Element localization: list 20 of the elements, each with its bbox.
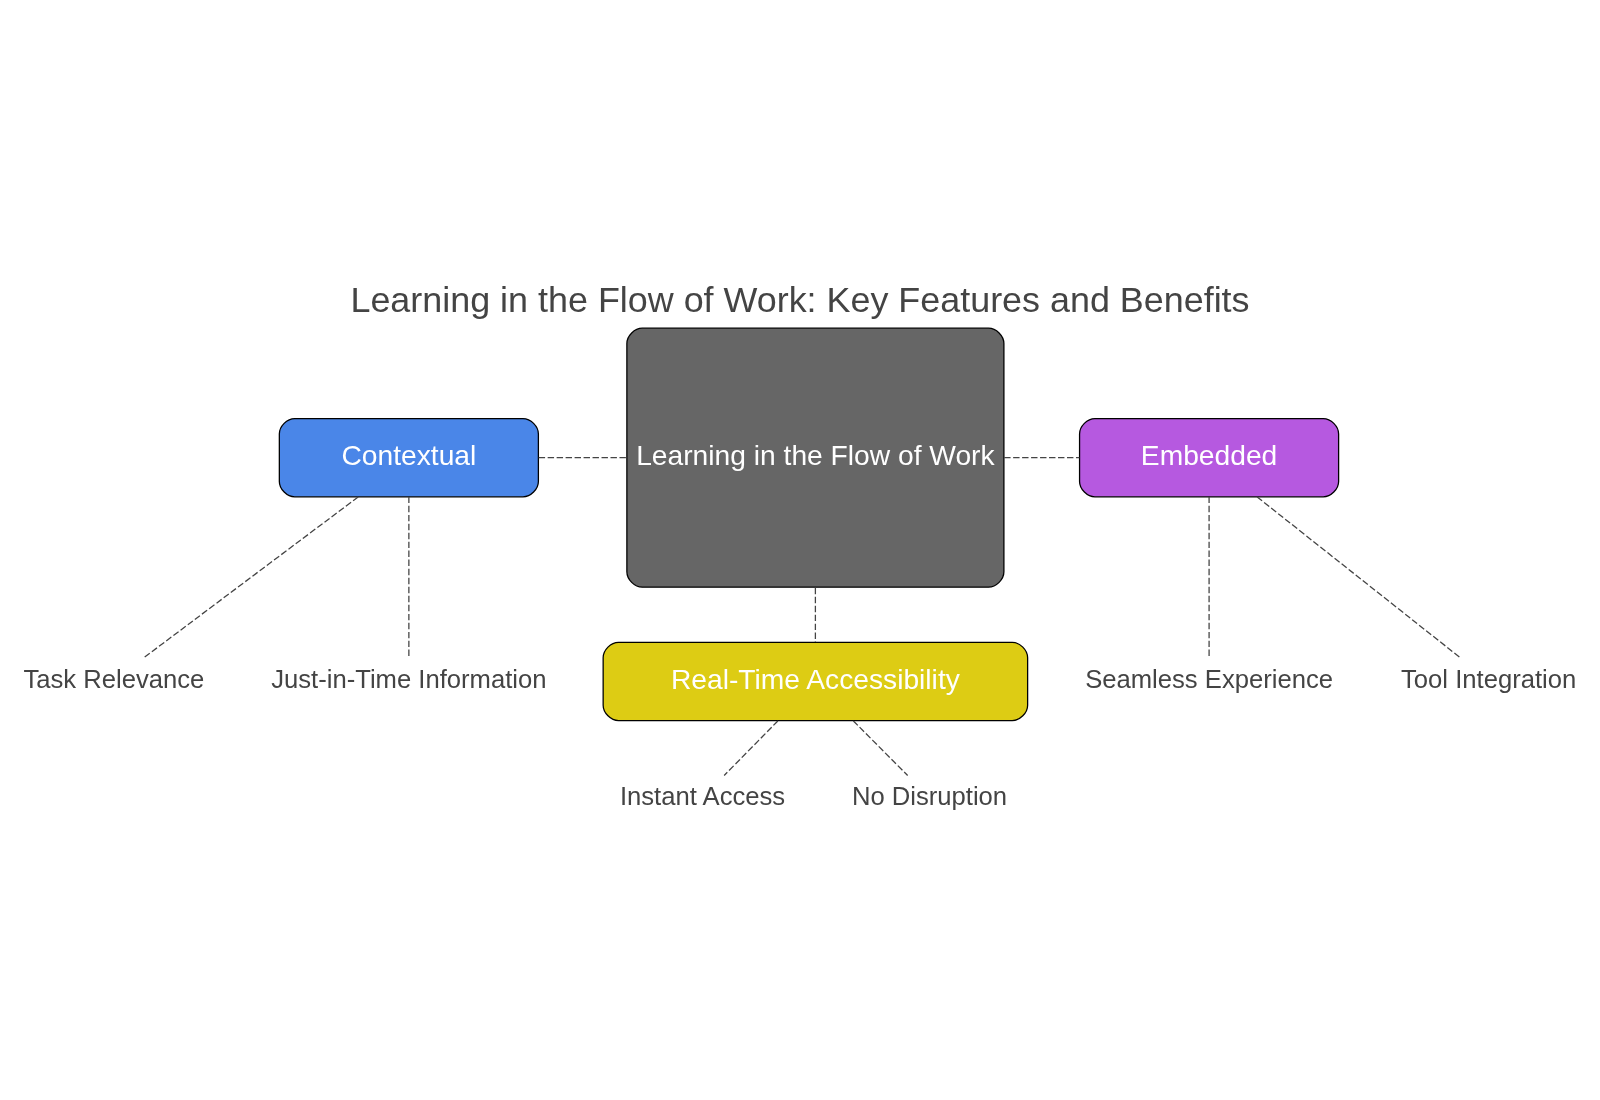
connector [1208, 496, 1210, 659]
connector [538, 457, 628, 459]
diagram-title: Learning in the Flow of Work: Key Features and Benefits [350, 279, 1250, 320]
node-text: Just-in-Time Information [271, 664, 547, 693]
connector [1256, 496, 1462, 659]
node-box: Real-Time Accessibility [602, 641, 1029, 722]
node-text: Tool Integration [1401, 664, 1577, 693]
connector [852, 720, 909, 777]
connector [814, 587, 817, 643]
connector [1003, 457, 1081, 459]
node-text: Task Relevance [23, 664, 205, 693]
connector [723, 720, 779, 777]
connector [408, 496, 410, 659]
node-text: Seamless Experience [1085, 664, 1334, 693]
node-box: Contextual [278, 417, 540, 498]
node-text: Instant Access [619, 782, 786, 811]
connector [142, 496, 359, 659]
node-box: Embedded [1078, 417, 1340, 498]
node-text: No Disruption [851, 782, 1008, 811]
node-box: Learning in the Flow of Work [626, 327, 1005, 588]
